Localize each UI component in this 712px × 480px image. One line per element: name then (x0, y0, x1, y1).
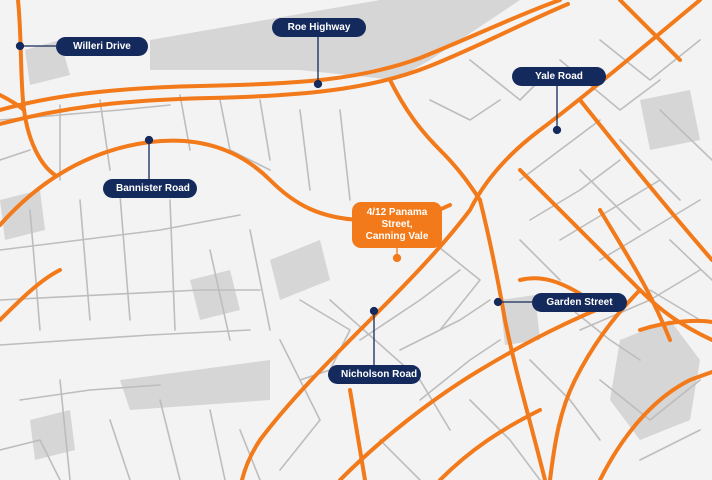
roe-nicholson-link (388, 78, 482, 202)
garden-street-label: Garden Street (532, 293, 627, 312)
roe-highway-south (0, 2, 570, 126)
nicholson-road-label: Nicholson Road (328, 365, 421, 384)
marker-roe (313, 79, 323, 89)
block-mid (270, 240, 330, 300)
leaders (15, 36, 562, 366)
roe-highway-north (0, 0, 562, 112)
garden-street (478, 198, 547, 480)
willeri-link (0, 93, 26, 112)
yale-road-label: Yale Road (512, 67, 606, 86)
block-roundabout (610, 320, 700, 440)
block-south (120, 360, 270, 410)
diagonal-south (338, 298, 622, 480)
roundabout-link (638, 318, 712, 332)
east-road-2 (578, 98, 712, 262)
south-road-4 (438, 408, 542, 480)
block-west (0, 190, 45, 240)
marker-yale (552, 125, 562, 135)
block-roe-reserve (150, 0, 520, 80)
marker-property (392, 253, 402, 263)
block-mid-west (190, 270, 240, 320)
marker-garden (493, 297, 503, 307)
bannister-road-label: Bannister Road (103, 179, 197, 198)
marker-willeri (15, 41, 25, 51)
ne-stub (618, 0, 682, 62)
south-road-1 (548, 288, 642, 480)
property-address-line1: 4/12 Panama Street, (366, 207, 428, 230)
west-stub (0, 268, 62, 322)
marker-nicholson (369, 306, 379, 316)
block-garden (500, 295, 540, 345)
south-road-2 (598, 370, 712, 480)
property-address-line2: Canning Vale (365, 231, 429, 242)
roe-highway-label: Roe Highway (272, 18, 366, 37)
marker-bannister (144, 135, 154, 145)
south-road-3 (348, 388, 367, 480)
willeri-drive-label: Willeri Drive (56, 37, 148, 56)
property-label: 4/12 Panama Street, Canning Vale (352, 202, 442, 248)
